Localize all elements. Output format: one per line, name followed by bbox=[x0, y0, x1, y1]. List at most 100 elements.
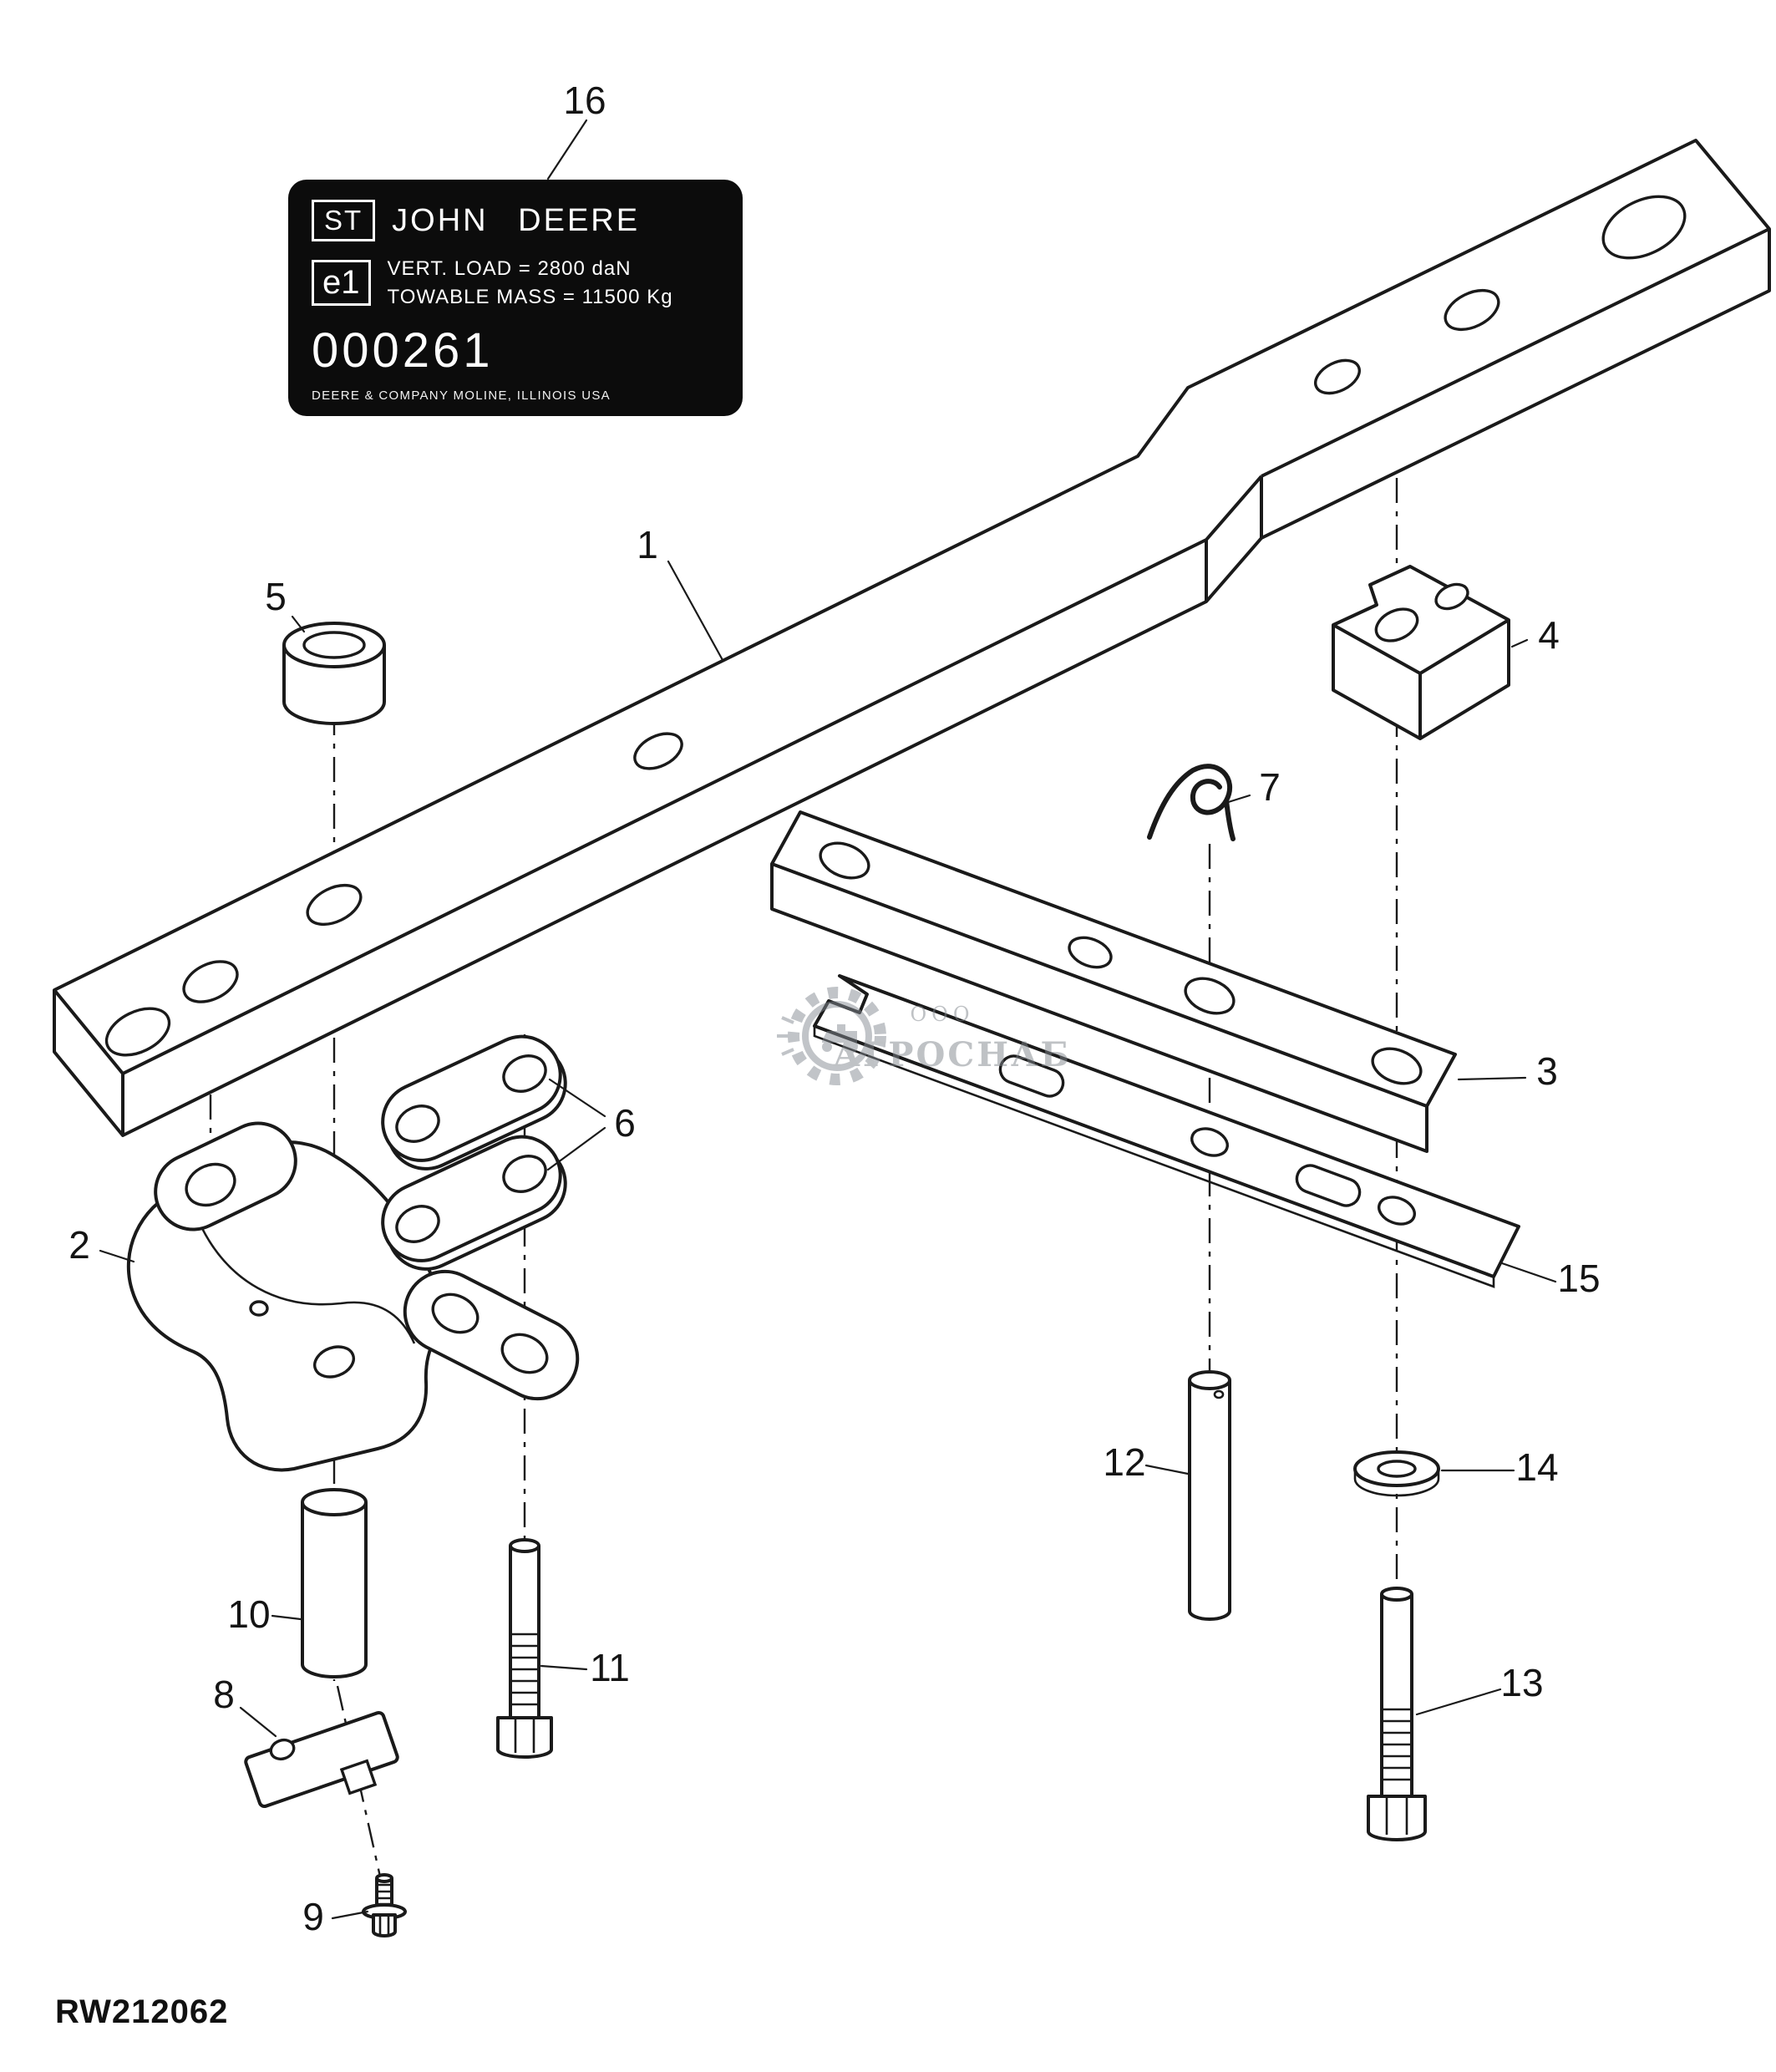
brand-name: JOHN DEERE bbox=[392, 202, 641, 238]
callout-7-number: 7 bbox=[1259, 765, 1281, 809]
towable-mass-rating: TOWABLE MASS = 11500 Kg bbox=[387, 285, 673, 308]
bolt11-shank-top bbox=[509, 1538, 540, 1553]
callout-10-number: 10 bbox=[227, 1592, 270, 1636]
spacer-top bbox=[301, 1488, 368, 1516]
callout-2: 2 bbox=[69, 1223, 135, 1267]
part-14-washer bbox=[1353, 1450, 1440, 1497]
st-approval-box: ST bbox=[312, 200, 376, 241]
tractor-icon bbox=[822, 1024, 857, 1043]
callout-11: 11 bbox=[540, 1646, 630, 1689]
plate15-hole bbox=[1190, 1127, 1229, 1157]
e1-mark-box: e1 bbox=[312, 260, 371, 307]
plate3-hole bbox=[1184, 977, 1236, 1015]
callout-16-number: 16 bbox=[563, 79, 606, 122]
callout-3: 3 bbox=[1457, 1049, 1558, 1093]
bracket-hole bbox=[185, 1162, 236, 1207]
bolt13-shank bbox=[1380, 1594, 1413, 1798]
callout-1: 1 bbox=[637, 523, 724, 662]
lockplate-notch bbox=[339, 1759, 378, 1795]
plate15-slot bbox=[998, 1054, 1065, 1098]
callout-2-number: 2 bbox=[69, 1223, 90, 1267]
spacer-body bbox=[301, 1502, 368, 1678]
block-hole bbox=[1374, 607, 1419, 642]
callout-13-number: 13 bbox=[1500, 1661, 1543, 1704]
beam-hole bbox=[306, 883, 363, 927]
watermark-logo: ООО АГРОСНАБ bbox=[777, 987, 1072, 1085]
link-hole bbox=[502, 1054, 547, 1093]
plate3-edge bbox=[771, 862, 1428, 1108]
callout-1-number: 1 bbox=[637, 523, 658, 566]
beam-hole bbox=[1601, 195, 1687, 260]
washer-bore bbox=[1377, 1460, 1417, 1478]
callout-10: 10 bbox=[227, 1592, 302, 1636]
callout-12: 12 bbox=[1103, 1440, 1190, 1484]
lockplate-outline bbox=[244, 1710, 399, 1809]
screw-threads bbox=[377, 1883, 392, 1906]
part-9-screw bbox=[362, 1873, 407, 1937]
bolt13-head bbox=[1367, 1795, 1427, 1841]
plate3-hole bbox=[1371, 1047, 1423, 1085]
bolt13-threads bbox=[1382, 1708, 1412, 1781]
watermark-org-type: ООО bbox=[910, 1003, 974, 1026]
bolt11-head-facets bbox=[514, 1718, 535, 1753]
bracket-center-hole bbox=[313, 1345, 355, 1379]
callout-11-number: 11 bbox=[590, 1646, 630, 1689]
bolt11-threads bbox=[510, 1633, 539, 1706]
plate-ratings-row: e1 VERT. LOAD = 2800 daN TOWABLE MASS = … bbox=[312, 255, 719, 311]
block-hole bbox=[1434, 582, 1469, 611]
screw-head-facets bbox=[378, 1915, 390, 1934]
callout-13: 13 bbox=[1415, 1661, 1544, 1716]
part-11-bolt bbox=[496, 1538, 553, 1759]
screw-head bbox=[372, 1913, 397, 1937]
beam-hole bbox=[633, 732, 683, 770]
callout-4-number: 4 bbox=[1538, 613, 1560, 657]
part-12-pin bbox=[1188, 1370, 1231, 1621]
plate15-thickness bbox=[813, 1026, 1495, 1288]
beam-hole bbox=[182, 960, 239, 1003]
part-13-bolt bbox=[1367, 1587, 1427, 1841]
part-7-spring-clip bbox=[1147, 764, 1236, 841]
clip-wire bbox=[1147, 764, 1236, 841]
part-3-plate bbox=[770, 810, 1457, 1153]
part-10-spacer bbox=[301, 1488, 368, 1678]
bolt13-head-facets bbox=[1385, 1796, 1408, 1835]
plate15-slot bbox=[1295, 1164, 1362, 1207]
lockplate-hole bbox=[269, 1738, 296, 1761]
bracket-saddle-line bbox=[197, 1221, 416, 1344]
part-5-bushing bbox=[282, 622, 386, 725]
plate-manufacturer: DEERE & COMPANY MOLINE, ILLINOIS USA bbox=[312, 388, 611, 404]
callout-5: 5 bbox=[265, 575, 306, 633]
beam-hole bbox=[1314, 358, 1361, 395]
plate3-hole bbox=[819, 841, 870, 880]
part-15-guide-plate bbox=[813, 974, 1520, 1288]
callout-6-number: 6 bbox=[614, 1101, 636, 1145]
callout-15-number: 15 bbox=[1557, 1257, 1600, 1300]
callout-7: 7 bbox=[1221, 765, 1281, 809]
bolt11-head bbox=[496, 1716, 553, 1759]
callout-4: 4 bbox=[1510, 613, 1560, 657]
pin12-clip-hole bbox=[1213, 1389, 1225, 1399]
callout-8-number: 8 bbox=[213, 1673, 235, 1716]
watermark-name: АГРОСНАБ bbox=[833, 1035, 1072, 1074]
vertical-load-rating: VERT. LOAD = 2800 daN bbox=[387, 257, 632, 280]
bushing-bore bbox=[302, 631, 366, 659]
part-6-link-plates bbox=[381, 1034, 567, 1271]
callout-9: 9 bbox=[302, 1895, 369, 1938]
plate3-hole bbox=[1068, 936, 1113, 969]
part-1-drawbar-beam bbox=[53, 139, 1771, 1137]
part-8-lock-plate bbox=[244, 1710, 399, 1809]
callout-5-number: 5 bbox=[265, 575, 287, 618]
ray-lines bbox=[777, 1016, 794, 1056]
link-hole bbox=[395, 1105, 440, 1143]
bracket-hole bbox=[500, 1333, 549, 1374]
figure-code: RW212062 bbox=[55, 1993, 229, 2030]
pin12-body bbox=[1188, 1380, 1231, 1621]
part-4-spacer-block bbox=[1332, 565, 1510, 740]
block-edges bbox=[1332, 618, 1510, 739]
part-2-support-bracket bbox=[126, 1121, 580, 1472]
screw-shank-top bbox=[375, 1873, 393, 1883]
load-ratings: VERT. LOAD = 2800 daN TOWABLE MASS = 115… bbox=[388, 255, 673, 311]
plate15-hole bbox=[1378, 1196, 1416, 1226]
beam-hole bbox=[1444, 288, 1500, 332]
